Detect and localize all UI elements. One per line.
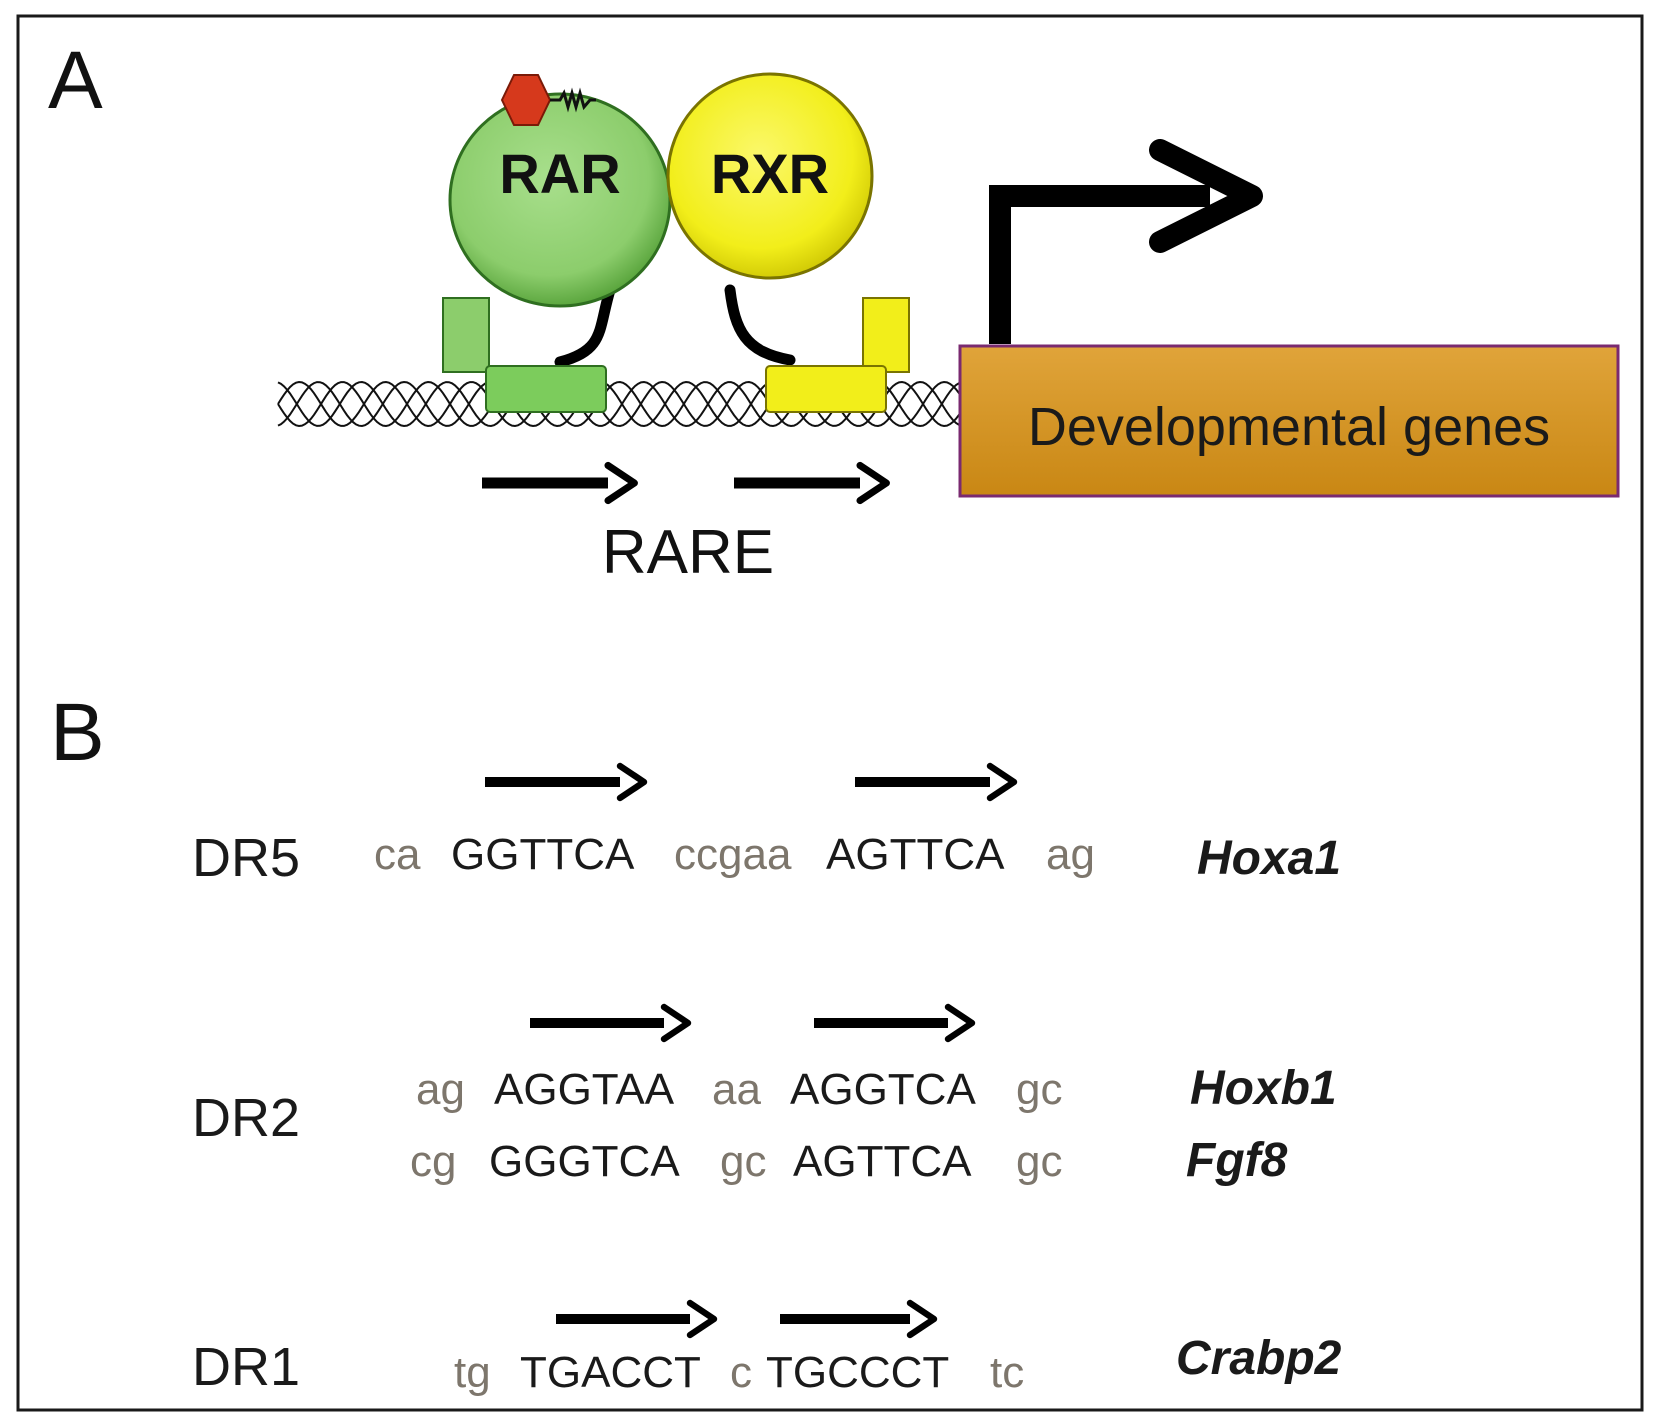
half-site-1: AGGTAA [494,1065,675,1114]
dr5-label: DR5 [192,828,300,888]
panel-a-label: A [48,35,103,126]
rar-label: RAR [499,142,620,205]
rxr-linker [724,284,796,366]
rxr-dbd-vertical-block [862,297,910,373]
rar-linker [554,284,616,368]
rare-label: RARE [602,518,774,587]
dr2-label: DR2 [192,1088,300,1148]
spacer: aa [712,1065,761,1114]
dr2-sequence-fgf8: cg GGGTCA gc AGTTCA gc Fgf8 [410,1134,1288,1187]
developmental-genes-box [958,344,1620,498]
transcription-start-arrow-icon [989,139,1263,344]
spacer: c [730,1348,752,1397]
half-site-2: AGTTCA [826,830,1005,879]
dr2-sequence-hoxb1: ag AGGTAA aa AGGTCA gc Hoxb1 [416,1003,1337,1115]
rar-dbd-vertical-block [442,297,490,373]
flank-left: cg [410,1137,456,1186]
flank-left: ca [374,830,421,879]
gene-name-hoxb1: Hoxb1 [1190,1062,1337,1115]
dr5-sequence: ca GGTTCA ccgaa AGTTCA ag Hoxa1 [374,762,1341,885]
half-site-1: GGTTCA [451,830,635,879]
rxr-dbd-horizontal-block [765,365,887,413]
retinoic-acid-ligand-icon [500,74,596,126]
gene-name-hoxa1: Hoxa1 [1197,832,1341,885]
panel-b-label: B [50,687,105,778]
half-site-2: AGTTCA [793,1137,972,1186]
rxr-receptor [666,72,874,280]
figure-border [16,14,1644,1412]
flank-left: ag [416,1065,465,1114]
half-site-1: GGGTCA [489,1137,680,1186]
dr1-label: DR1 [192,1337,300,1397]
dna-strand [277,380,963,428]
half-site-1: TGACCT [520,1348,701,1397]
gene-name-crabp2: Crabp2 [1176,1332,1342,1385]
gene-name-fgf8: Fgf8 [1186,1134,1288,1187]
dr1-sequence: tg TGACCT c TGCCCT tc Crabp2 [454,1299,1342,1397]
developmental-genes-label: Developmental genes [1028,397,1550,457]
rar-dbd-horizontal-block [485,365,607,413]
flank-right: ag [1046,830,1095,879]
spacer: ccgaa [674,830,792,879]
flank-right: gc [1016,1137,1062,1186]
half-site-2: AGGTCA [790,1065,976,1114]
flank-left: tg [454,1348,491,1397]
flank-right: gc [1016,1065,1062,1114]
dna-strand [277,380,963,428]
half-site-2: TGCCCT [766,1348,949,1397]
rxr-label: RXR [711,142,829,205]
spacer: gc [720,1137,766,1186]
flank-right: tc [990,1348,1024,1397]
